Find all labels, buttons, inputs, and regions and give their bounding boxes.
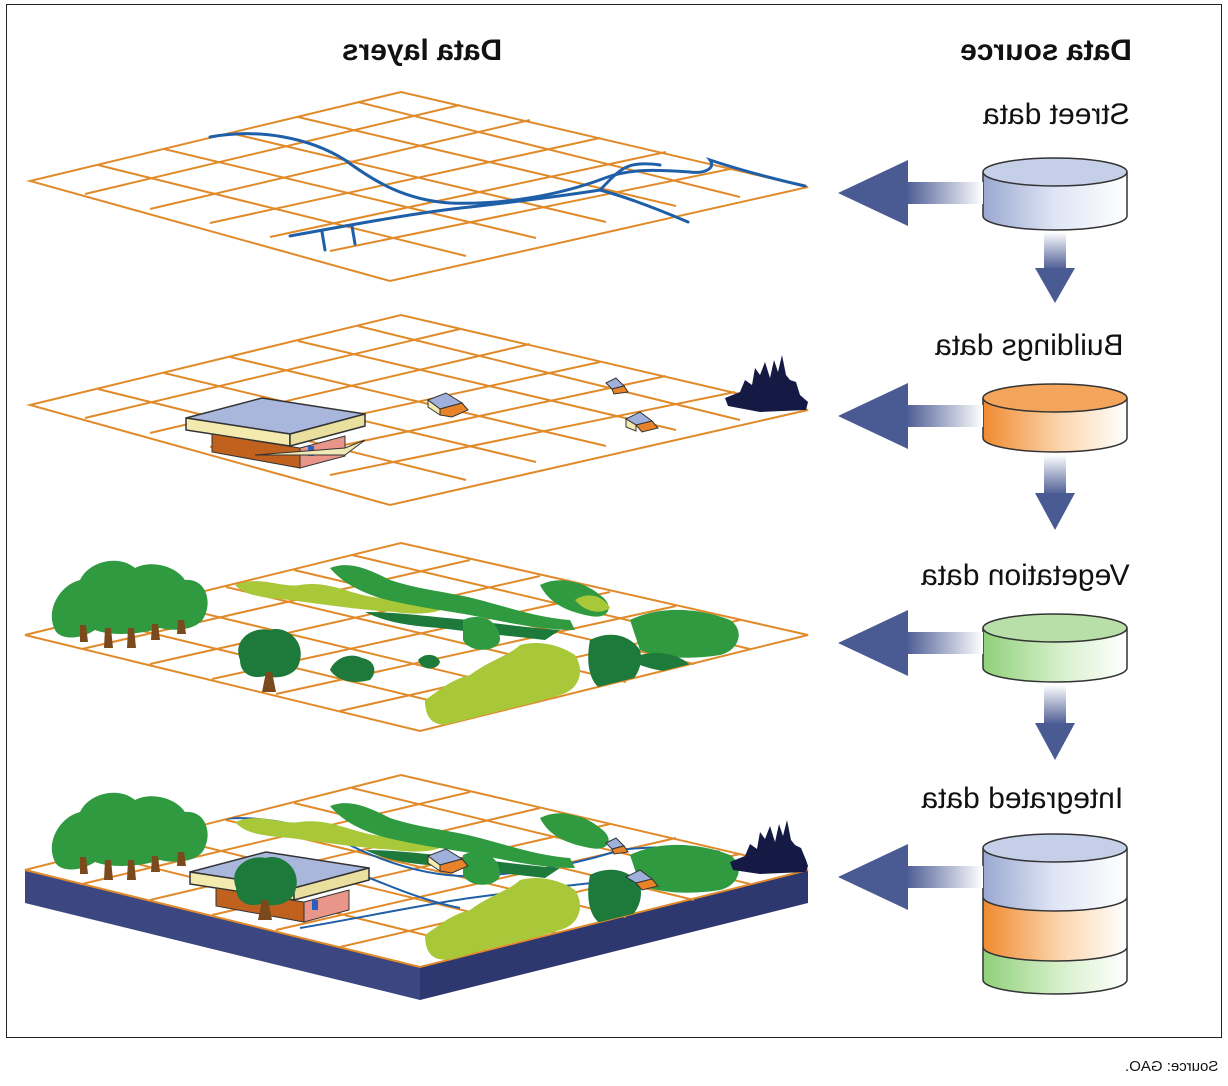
vegetation-patches — [235, 565, 739, 725]
city-skyline-icon — [725, 355, 808, 412]
left-arrow-icon — [838, 610, 983, 676]
down-arrow-icon — [1035, 455, 1075, 530]
shrub — [418, 654, 440, 669]
tree-icon — [234, 857, 297, 920]
street-layer — [26, 90, 809, 283]
integrated-data-label: Integrated data — [921, 782, 1123, 815]
house-icon — [605, 837, 629, 855]
tree-cluster — [51, 560, 208, 648]
data-source-header: Data source — [960, 34, 1132, 67]
tree-icon — [238, 629, 301, 692]
buildings-data-label: Buildings data — [935, 329, 1124, 362]
street-data-label: Street data — [983, 98, 1130, 131]
shrub — [330, 655, 375, 682]
large-building — [185, 397, 366, 469]
street-grid — [26, 90, 809, 283]
gis-layers-diagram: Data layers Data source — [24, 34, 1132, 1000]
left-arrow-icon — [838, 844, 983, 910]
city-skyline-icon — [730, 820, 808, 874]
left-arrow-icon — [838, 383, 983, 449]
database-icon — [982, 157, 1128, 231]
house-icon — [624, 411, 659, 433]
integrated-content — [209, 803, 739, 960]
buildings-layer — [26, 313, 809, 507]
down-arrow-icon — [1035, 232, 1075, 303]
house-icon — [624, 869, 659, 891]
base-slab — [420, 870, 808, 1000]
house-icon — [426, 848, 469, 874]
house-icon — [605, 377, 629, 395]
base-slab — [25, 870, 420, 1000]
down-arrow-icon — [1035, 685, 1075, 760]
database-icon — [982, 383, 1128, 453]
vegetation-layer — [24, 541, 809, 733]
integrated-layer — [24, 773, 809, 1000]
street-lines — [208, 132, 807, 252]
buildings-grid — [26, 313, 809, 507]
database-icon — [982, 833, 1128, 995]
data-layers-header: Data layers — [342, 34, 502, 67]
database-icon — [982, 613, 1128, 683]
vegetation-data-label: Vegetation data — [921, 559, 1130, 592]
tree-cluster — [51, 792, 208, 880]
house-icon — [426, 392, 469, 418]
source-note: Source: GAO. — [1124, 1058, 1218, 1075]
left-arrow-icon — [838, 160, 983, 226]
